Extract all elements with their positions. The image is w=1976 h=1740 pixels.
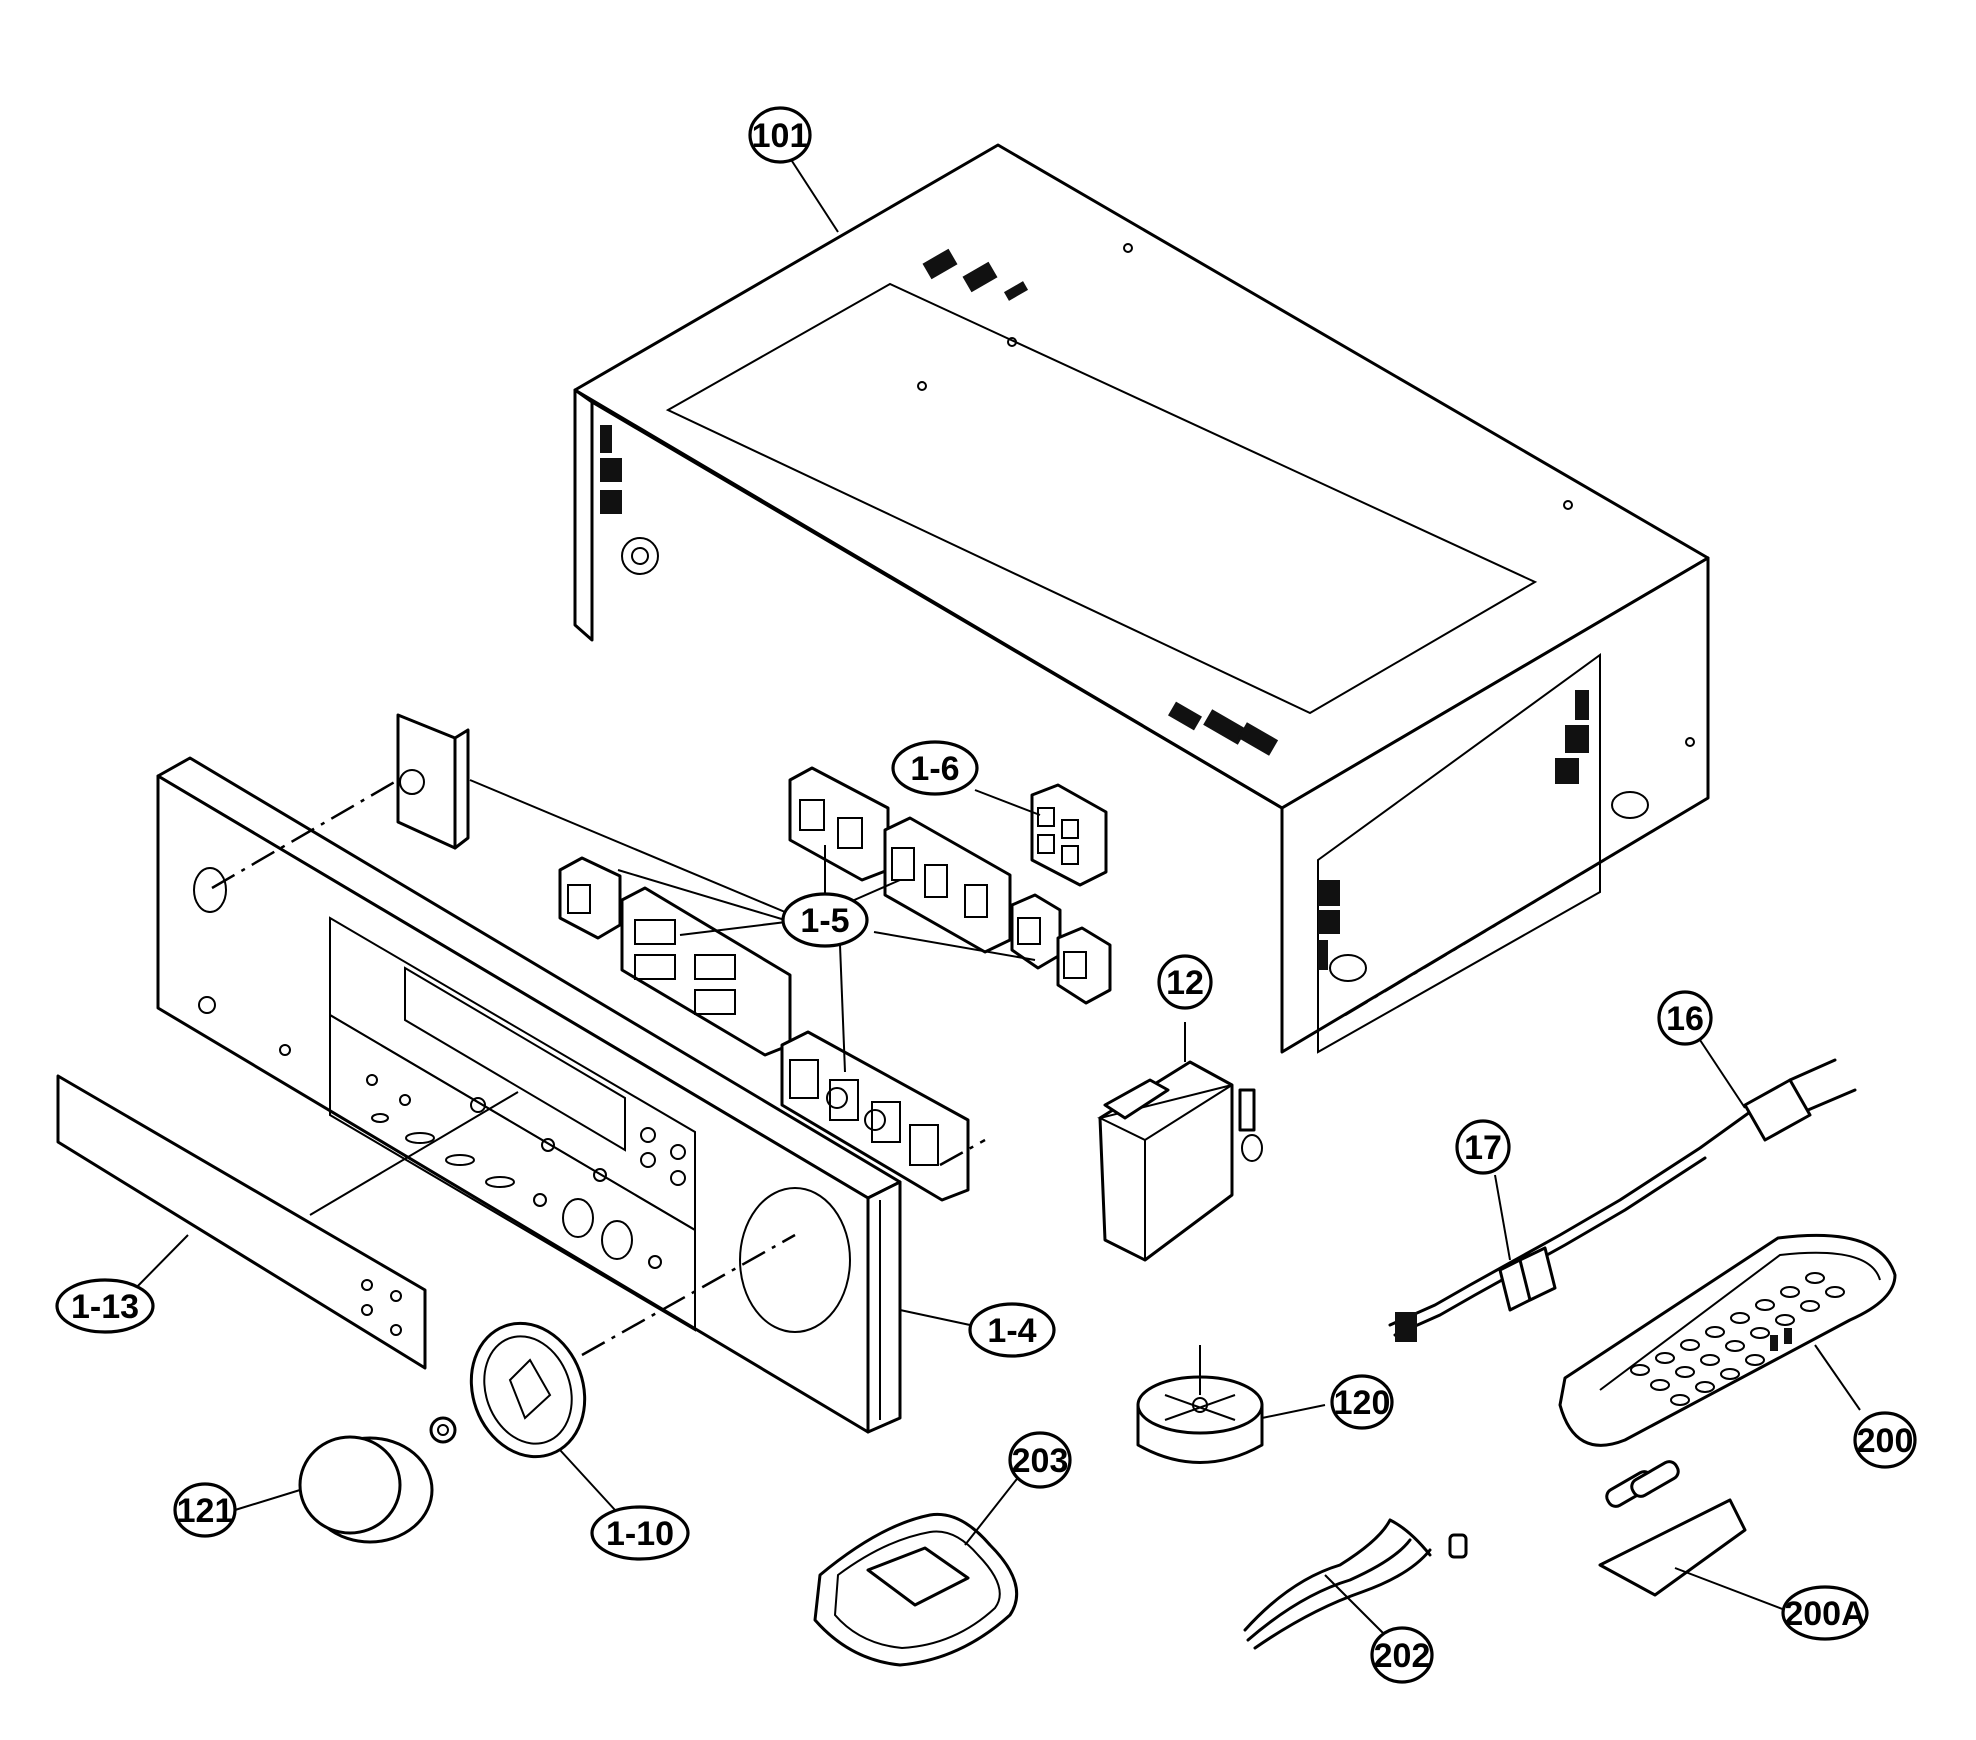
foot-stand-part: [1136, 1345, 1326, 1464]
svg-text:12: 12: [1166, 964, 1204, 1002]
svg-text:200A: 200A: [1784, 1595, 1865, 1633]
callout-203: 203: [1008, 1431, 1072, 1489]
svg-text:16: 16: [1666, 1000, 1704, 1038]
front-panel-buttons: [366, 1074, 686, 1269]
svg-text:200: 200: [1857, 1422, 1914, 1460]
remote-buttons: [1630, 1272, 1845, 1406]
svg-text:1-10: 1-10: [606, 1515, 674, 1553]
callout-120: 120: [1330, 1374, 1394, 1430]
svg-text:203: 203: [1012, 1442, 1069, 1480]
callout-200: 200: [1853, 1411, 1917, 1469]
am-loop-antenna-part: [813, 1474, 1021, 1667]
callout-101: 101: [748, 106, 812, 164]
svg-text:1-6: 1-6: [910, 750, 959, 788]
callout-12: 12: [1157, 954, 1213, 1010]
svg-text:1-5: 1-5: [800, 902, 849, 940]
callout-1-6: 1-6: [891, 740, 979, 796]
svg-text:17: 17: [1464, 1129, 1502, 1167]
callout-1-5: 1-5: [781, 892, 869, 948]
terminal-blocks-part: [469, 766, 1112, 1202]
svg-text:121: 121: [177, 1492, 234, 1530]
remote-control-part: [1558, 1233, 1897, 1447]
callout-1-13: 1-13: [55, 1278, 155, 1334]
volume-knob-part: [234, 1435, 434, 1544]
callout-121: 121: [173, 1482, 237, 1538]
power-cord-part: [1388, 1039, 1857, 1342]
svg-text:1-4: 1-4: [987, 1312, 1036, 1350]
front-panel-part: [156, 756, 902, 1434]
callout-202: 202: [1370, 1626, 1434, 1684]
callout-17: 17: [1455, 1119, 1511, 1175]
hex-nut-part: [429, 1416, 457, 1444]
svg-text:202: 202: [1374, 1637, 1431, 1675]
svg-text:101: 101: [752, 117, 809, 155]
knob-ring-part: [469, 1233, 796, 1511]
callout-1-10: 1-10: [590, 1505, 690, 1561]
fm-antenna-part: [1243, 1518, 1468, 1650]
callout-16: 16: [1657, 990, 1713, 1046]
callout-1-4: 1-4: [968, 1302, 1056, 1358]
power-module-part: [1097, 1022, 1263, 1262]
top-cover-part: [573, 143, 1710, 1054]
svg-text:120: 120: [1334, 1384, 1391, 1422]
jack-bracket-part: [211, 713, 470, 890]
svg-text:1-13: 1-13: [71, 1288, 139, 1326]
battery-cover-part: [1598, 1460, 1786, 1611]
panel-strip-part: [56, 1074, 519, 1370]
callout-200A: 200A: [1781, 1585, 1869, 1641]
